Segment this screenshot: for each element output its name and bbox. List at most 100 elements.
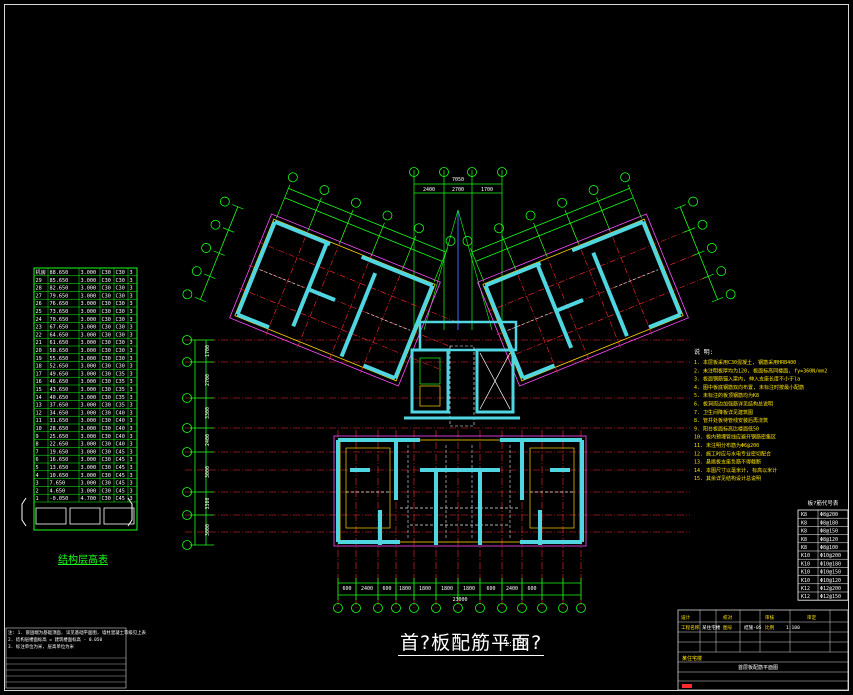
axis-bubble-left <box>182 487 192 497</box>
beam-lines <box>339 439 581 543</box>
level-table-cell: C30 <box>102 301 111 307</box>
level-table-cell: C30 <box>102 356 111 362</box>
level-table-cell: 3 <box>130 488 133 494</box>
rebar-code: K8 <box>801 529 807 535</box>
level-table-cell: C30 <box>116 348 125 354</box>
level-table-cell: C45 <box>116 488 125 494</box>
level-table-cell: C30 <box>116 340 125 346</box>
wing-axis <box>239 288 442 371</box>
dimension-lines <box>190 170 582 600</box>
wing-axis-bubble <box>725 289 736 300</box>
title-block-value: 结施-05 <box>744 624 762 631</box>
dim-text-bottom: 1800 <box>419 586 431 592</box>
wing-left <box>182 172 461 387</box>
wing-dim-tick <box>627 184 642 219</box>
level-table-cell: C30 <box>116 293 125 299</box>
wing-beam-dashed <box>614 269 659 288</box>
level-table-cell: C30 <box>102 278 111 284</box>
wing-dim-tick <box>339 210 354 244</box>
wing-dim-tick <box>307 197 322 231</box>
level-table-cell: 73.650 <box>50 309 69 315</box>
level-table-cell: 3.000 <box>81 348 97 354</box>
level-table-cell: C30 <box>116 356 125 362</box>
room-outline <box>529 447 575 529</box>
rebar-spec: Φ8@180 <box>820 520 838 526</box>
wing-wall <box>291 242 329 328</box>
level-table-cell: 26 <box>36 301 42 307</box>
level-table-cell: C30 <box>116 278 125 284</box>
level-table-cell: 3 <box>130 426 133 432</box>
level-table-cell: 4 <box>36 473 39 479</box>
level-table-cell: 25 <box>36 309 42 315</box>
level-table-cell: 19.650 <box>50 449 69 455</box>
level-table-cell: 3.000 <box>81 488 97 494</box>
wing-wall <box>483 284 525 379</box>
center-guide-left <box>423 209 459 331</box>
level-table-cell: C30 <box>102 488 111 494</box>
main-beam-outline <box>339 439 581 543</box>
notes-line: 15. 其余详见结构设计总说明 <box>694 475 761 482</box>
title-block-label: 校对 <box>723 614 733 621</box>
level-table-cell: 3.000 <box>81 301 97 307</box>
level-table-cell: C30 <box>116 309 125 315</box>
level-table-cell: C30 <box>116 364 125 370</box>
level-table-cell: 9 <box>36 434 39 440</box>
level-table-cell: C30 <box>102 332 111 338</box>
axis-bubble-top <box>467 167 477 177</box>
dim-text-left: 3300 <box>205 407 211 419</box>
wing-axis <box>496 252 700 336</box>
stair-elevator-core <box>404 320 520 427</box>
title-block-label: 工程名称 <box>681 624 700 631</box>
level-table-cell: 8 <box>36 442 39 448</box>
axis-bubble-left <box>182 540 192 550</box>
axis-bubble-bottom <box>537 603 547 613</box>
level-table-cell: 1 <box>36 496 39 502</box>
axis-bubble-top <box>409 167 419 177</box>
level-table-cell: 3.000 <box>81 317 97 323</box>
level-table-cell: C30 <box>102 442 111 448</box>
rebar-code: K12 <box>801 594 810 600</box>
wing-wall <box>571 219 644 253</box>
level-table-cell: 3 <box>130 379 133 385</box>
level-table-cell: 34.650 <box>50 410 69 416</box>
wing-wall <box>235 221 277 316</box>
level-table-cell: 3 <box>130 473 133 479</box>
level-table-cell: 19 <box>36 356 42 362</box>
level-table-cell: 11 <box>36 418 42 424</box>
wing-wall <box>307 287 336 302</box>
level-table-cell: 3.000 <box>81 379 97 385</box>
level-table-cell: 20 <box>36 348 42 354</box>
level-table-cell: 3 <box>130 403 133 409</box>
level-table-cell: C30 <box>102 395 111 401</box>
level-table-cell: C30 <box>102 449 111 455</box>
level-table-cell: 6 <box>36 457 39 463</box>
axis-bubble-bottom <box>333 603 343 613</box>
dim-text-bottom: 2400 <box>506 586 518 592</box>
level-table-cell: 3.000 <box>81 449 97 455</box>
level-table-cell: 3.000 <box>81 387 97 393</box>
level-table-cell: 52.650 <box>50 364 69 370</box>
level-table-cell: 3.000 <box>81 403 97 409</box>
level-table-cell: C30 <box>116 325 125 331</box>
title-block-label: 图号 <box>723 625 733 631</box>
axis-bubbles <box>182 167 586 613</box>
wing-dim-tick <box>674 204 686 210</box>
title-block-label: 设计 <box>681 614 691 621</box>
wing-wall <box>648 312 682 330</box>
level-table-cell: C30 <box>102 371 111 377</box>
level-table-cell: 3.000 <box>81 481 97 487</box>
axis-bubble-top <box>497 167 507 177</box>
level-table-caption: 结构层高表 <box>58 555 108 566</box>
level-table-cell: 49.650 <box>50 371 69 377</box>
axis-bubble-bottom <box>558 603 568 613</box>
wing-wall <box>236 312 270 330</box>
left-note-line: 2. 结构层楼面标高 = 建筑楼面标高 - 0.050 <box>8 636 102 643</box>
level-table-cell: C30 <box>102 465 111 471</box>
wing-dim-tick <box>194 296 207 303</box>
